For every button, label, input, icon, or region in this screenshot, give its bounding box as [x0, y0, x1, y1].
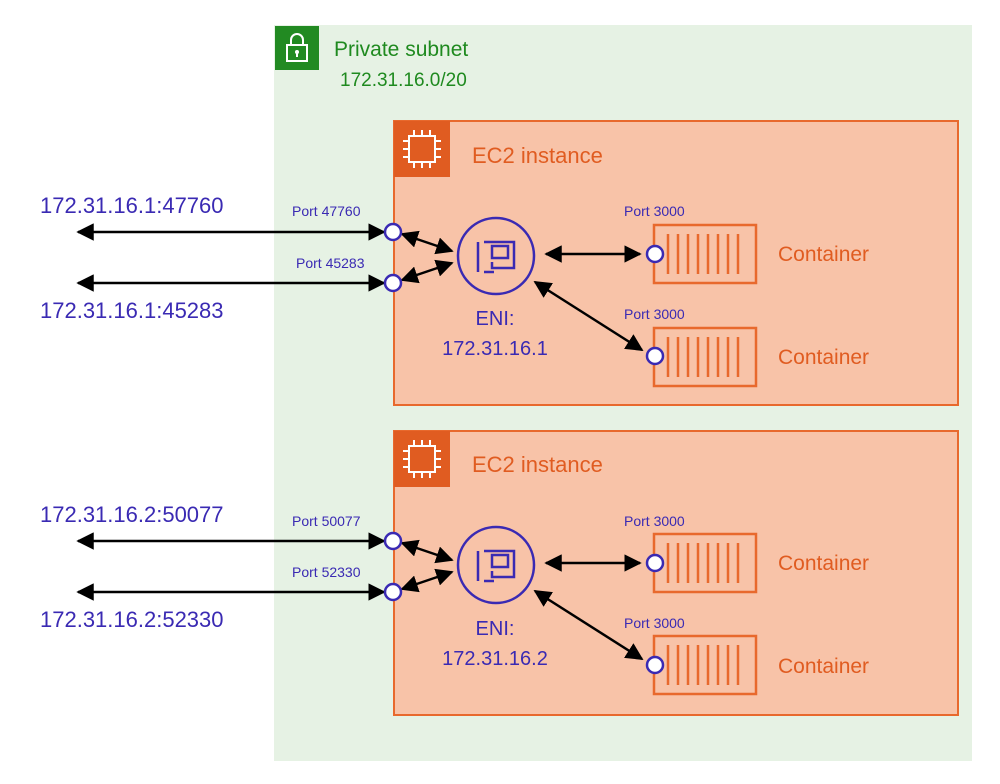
container-link-1b [533, 280, 644, 352]
container-port-label-1a: Port 3000 [624, 203, 685, 219]
eni-label-1: ENI: 172.31.16.1 [425, 304, 565, 364]
external-address-1a: 172.31.16.1:47760 [40, 193, 224, 218]
subnet-cidr: 172.31.16.0/20 [340, 70, 467, 91]
container-link-2b [533, 589, 644, 661]
container-label-1a: Container [778, 243, 870, 266]
eni-label-2: ENI: 172.31.16.2 [425, 614, 565, 674]
ec2-instance-2 [393, 430, 959, 716]
external-address-2a: 172.31.16.2:50077 [40, 502, 224, 527]
external-address-1b: 172.31.16.1:45283 [40, 298, 224, 323]
port-label-ext-1a: Port 47760 [292, 203, 361, 219]
external-address-2b: 172.31.16.2:52330 [40, 607, 224, 632]
ec2-title-1: EC2 instance [472, 143, 603, 168]
ec2-title-2: EC2 instance [472, 452, 603, 477]
eni-name-1: ENI: [475, 308, 515, 330]
lock-icon [275, 26, 319, 70]
chip-icon [394, 121, 450, 177]
eni-name-2: ENI: [475, 618, 515, 640]
eni-ip-1: 172.31.16.1 [442, 338, 548, 360]
port-label-ext-1b: Port 45283 [296, 255, 365, 271]
container-port-label-2a: Port 3000 [624, 513, 685, 529]
container-icon [652, 326, 758, 388]
network-interface-icon [456, 525, 536, 605]
container-label-1b: Container [778, 346, 870, 369]
eni-link-2b [400, 568, 454, 593]
eni-link-1a [400, 230, 454, 255]
port-label-ext-2b: Port 52330 [292, 564, 361, 580]
container-label-2b: Container [778, 655, 870, 678]
eni-link-1b [400, 259, 454, 284]
container-icon [652, 223, 758, 285]
eni-ip-2: 172.31.16.2 [442, 648, 548, 670]
container-icon [652, 532, 758, 594]
ec2-instance-1 [393, 120, 959, 406]
port-label-ext-2a: Port 50077 [292, 513, 361, 529]
container-label-2a: Container [778, 552, 870, 575]
network-interface-icon [456, 216, 536, 296]
subnet-title: Private subnet [334, 38, 469, 61]
container-icon [652, 634, 758, 696]
port-icon [383, 222, 665, 675]
chip-icon [394, 431, 450, 487]
eni-link-2a [400, 539, 454, 564]
